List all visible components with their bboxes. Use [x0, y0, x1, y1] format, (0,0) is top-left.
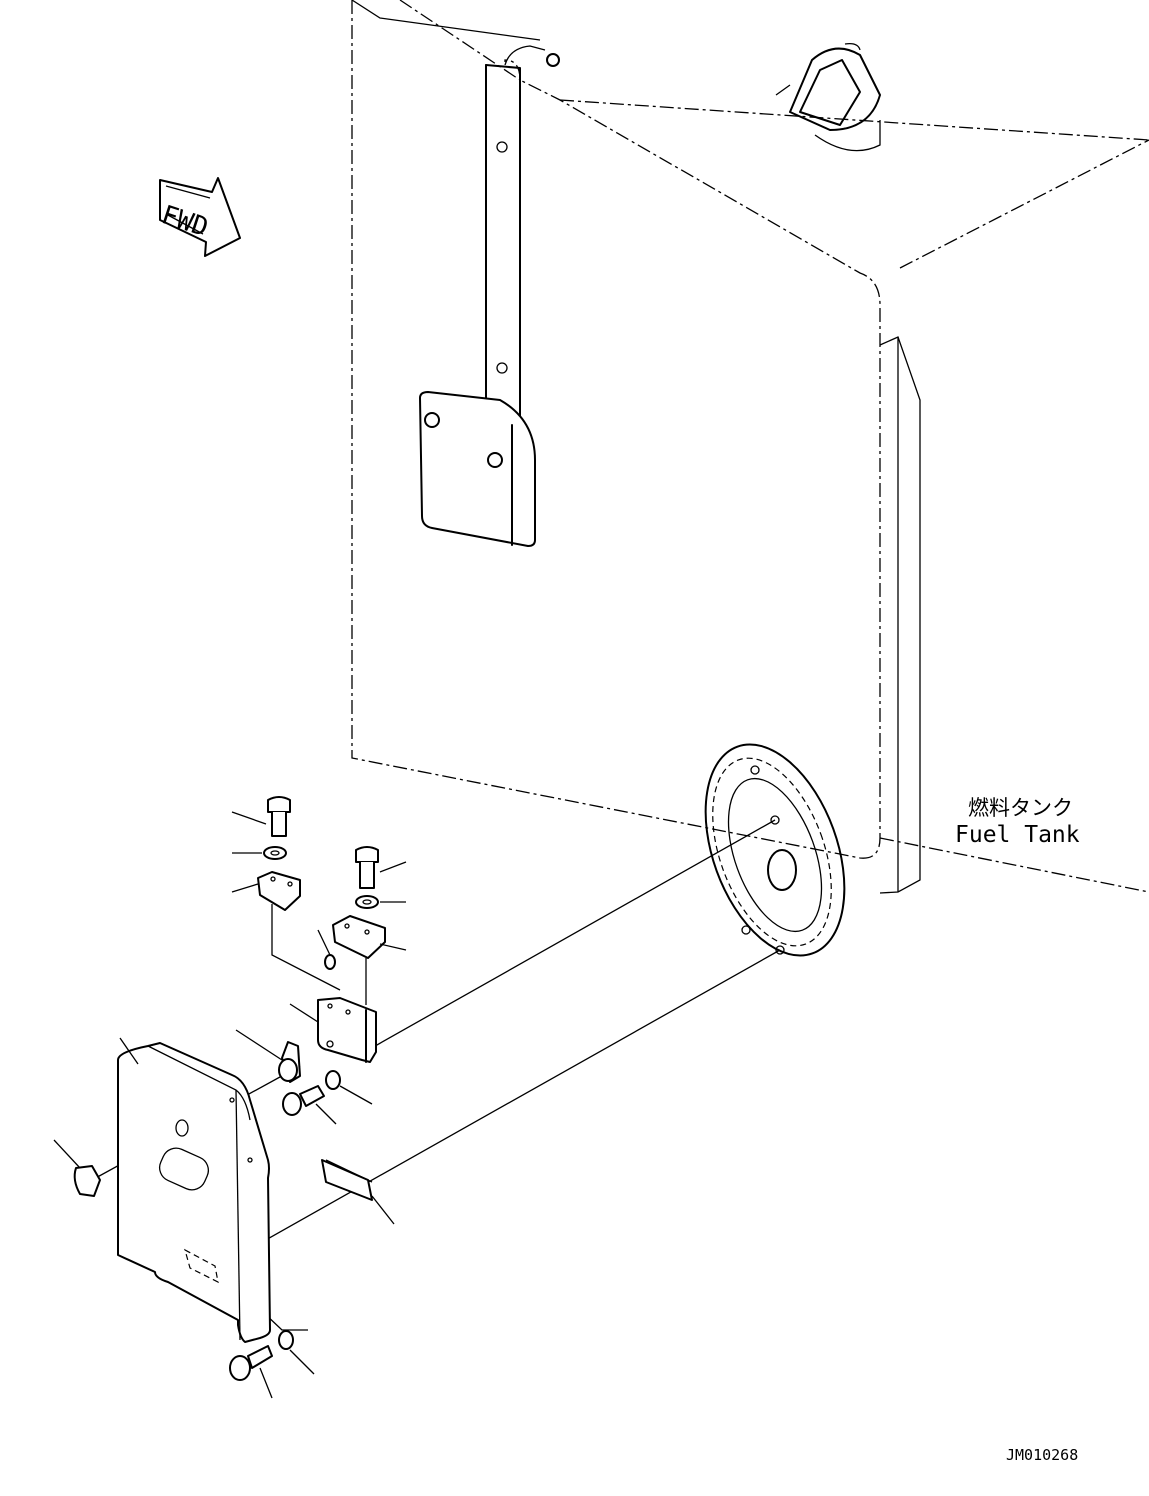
fuel-tank: [351, 0, 1149, 894]
tank-label-en: Fuel Tank: [955, 822, 1080, 848]
tank-label-jp: 燃料タンク: [968, 796, 1073, 820]
callout-leaders: [53, 811, 407, 1399]
filler-cap: [775, 42, 881, 152]
tank-flange: [704, 743, 846, 957]
level-gauge: [351, 0, 560, 547]
fwd-arrow: FWD: [158, 177, 241, 257]
drawing-number: JM010268: [1006, 1446, 1078, 1464]
hardware: [73, 796, 386, 1381]
cover-plate: [117, 1042, 271, 1343]
fwd-label: FWD: [158, 200, 212, 243]
